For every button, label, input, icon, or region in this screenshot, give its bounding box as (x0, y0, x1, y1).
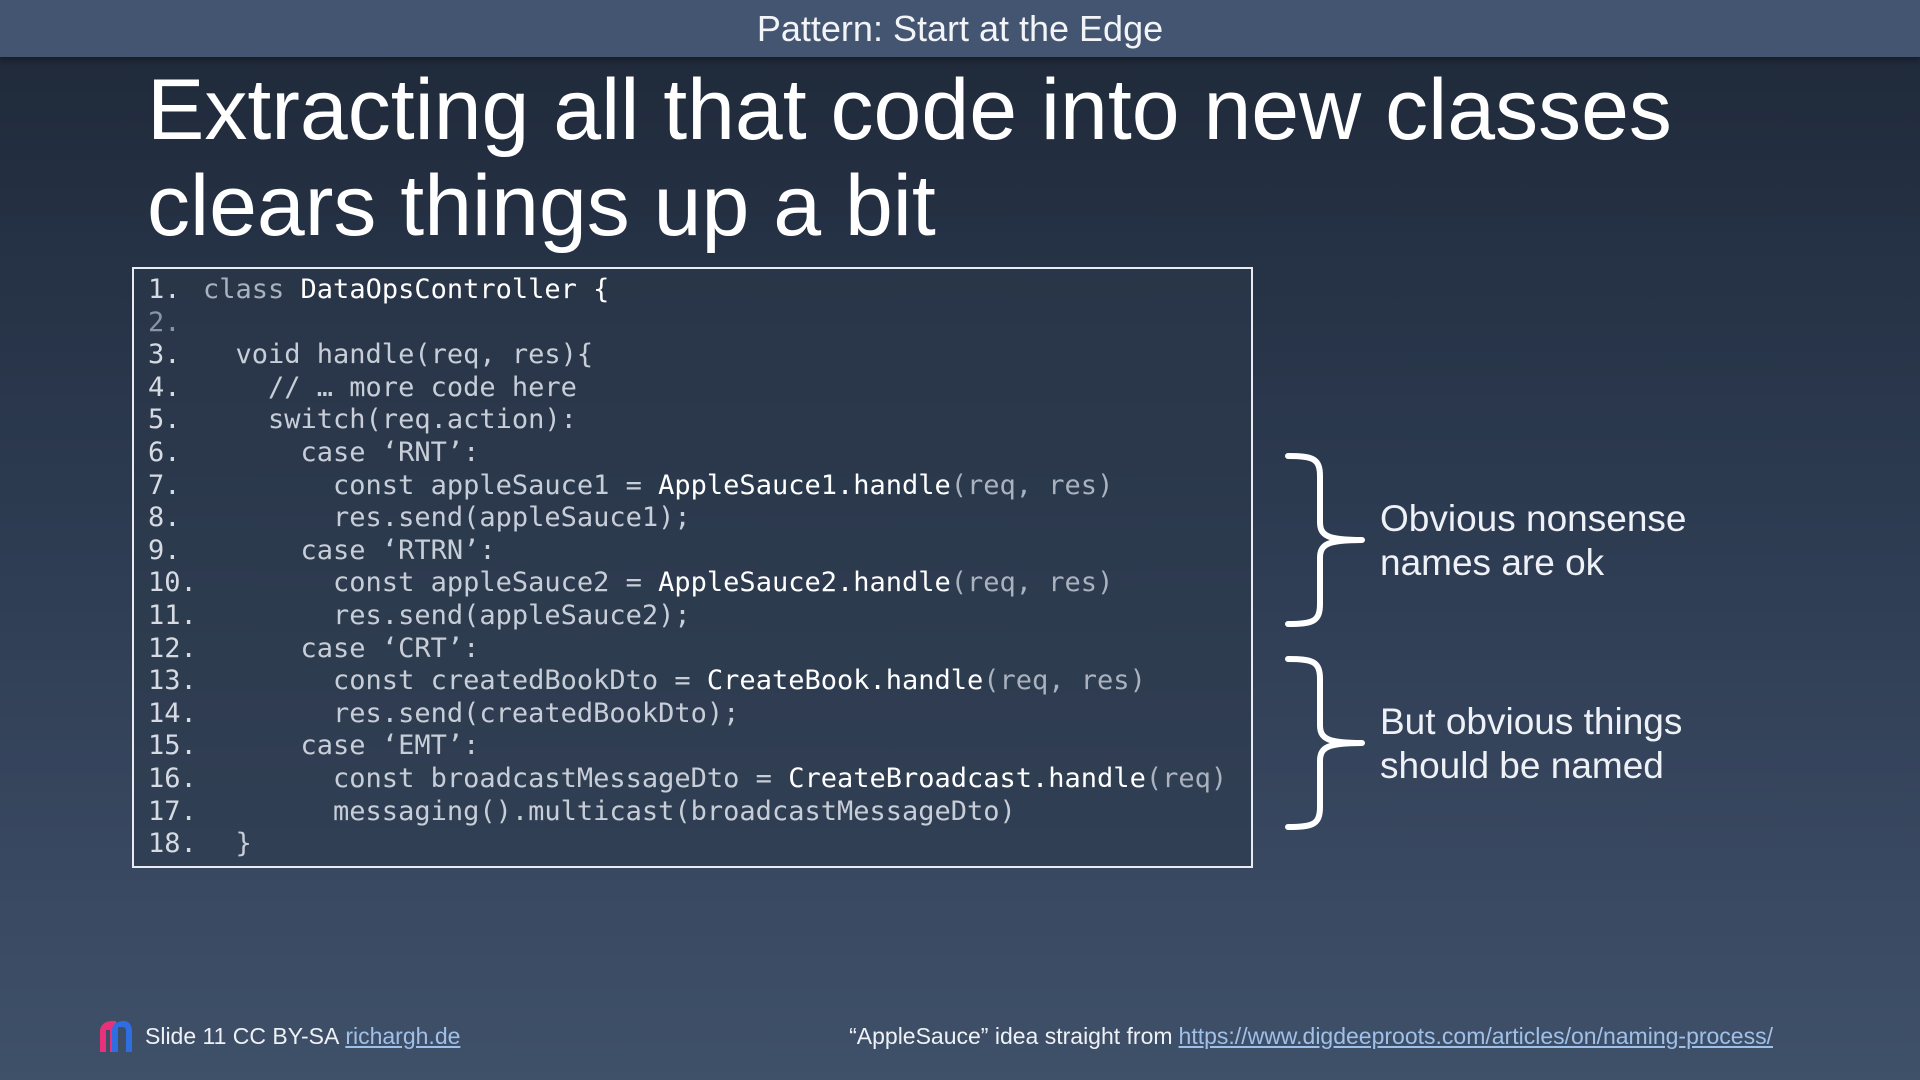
code-line: 7. const appleSauce1 = AppleSauce1.handl… (148, 470, 1227, 503)
code-line: 17. messaging().multicast(broadcastMessa… (148, 796, 1227, 829)
code-text: res.send(createdBookDto); (203, 697, 740, 729)
code-line: 10. const appleSauce2 = AppleSauce2.hand… (148, 567, 1227, 600)
code-line: 15. case ‘EMT’: (148, 730, 1227, 763)
code-args: (req, res) (950, 567, 1114, 599)
code-line: 3. void handle(req, res){ (148, 339, 1227, 372)
line-number: 11. (148, 599, 197, 631)
line-number: 7. (148, 469, 181, 501)
code-text: const createdBookDto = (203, 665, 707, 697)
footer-slide-info: Slide 11 CC BY-SA richargh.de (98, 1018, 460, 1054)
line-number: 8. (148, 502, 181, 534)
line-number: 9. (148, 534, 181, 566)
code-text: res.send(appleSauce2); (203, 599, 691, 631)
slide-title-line-2: clears things up a bit (147, 158, 936, 254)
credit-link[interactable]: https://www.digdeeproots.com/articles/on… (1178, 1022, 1773, 1049)
slide-title-line-1: Extracting all that code into new classe… (147, 62, 1672, 158)
code-handler-call: AppleSauce2.handle (658, 567, 951, 599)
author-link[interactable]: richargh.de (345, 1022, 461, 1049)
header-bar: Pattern: Start at the Edge (0, 0, 1920, 57)
line-number: 3. (148, 339, 181, 371)
code-text: switch(req.action): (203, 404, 577, 436)
header-title: Pattern: Start at the Edge (756, 8, 1164, 49)
footer-credit: “AppleSauce” idea straight from https://… (849, 1018, 1773, 1054)
code-keyword: class (203, 274, 301, 305)
line-number: 1. (148, 274, 181, 305)
code-text: case ‘CRT’: (203, 632, 480, 664)
code-args: (req, res) (983, 665, 1146, 697)
line-number: 4. (148, 371, 181, 403)
footer-slide-text: Slide 11 CC BY-SA (145, 1022, 340, 1049)
line-number: 16. (148, 762, 197, 794)
annotation-obvious-things: But obvious things should be named (1380, 700, 1760, 788)
code-line: 12. case ‘CRT’: (148, 633, 1227, 666)
code-text: case ‘RNT’: (203, 436, 480, 468)
line-number: 5. (148, 404, 181, 436)
annotation-nonsense-names: Obvious nonsense names are ok (1380, 497, 1760, 585)
code-line: 2. (148, 307, 1227, 340)
line-number: 10. (148, 567, 197, 599)
code-line: 1. class DataOpsController { (148, 274, 1227, 307)
line-number: 12. (148, 632, 197, 664)
code-block: 1. class DataOpsController { 2.3. void han… (132, 267, 1253, 868)
line-number: 15. (148, 730, 197, 762)
line-number: 13. (148, 665, 197, 697)
code-line: 18. } (148, 828, 1227, 861)
slide-title: Extracting all that code into new classe… (147, 62, 1847, 254)
code-line: 6. case ‘RNT’: (148, 437, 1227, 470)
code-text: case ‘EMT’: (203, 730, 480, 762)
footer-credit-text: “AppleSauce” idea straight from (849, 1022, 1173, 1049)
line-number: 18. (148, 828, 197, 860)
code-text: // … more code here (203, 371, 577, 403)
annotation-bottom-line-2: should be named (1380, 745, 1664, 786)
code-args: (req) (1145, 762, 1228, 794)
code-line: 13. const createdBookDto = CreateBook.ha… (148, 665, 1227, 698)
line-number: 2. (148, 306, 181, 338)
code-text: case ‘RTRN’: (203, 534, 496, 566)
line-number: 17. (148, 795, 197, 827)
code-handler-call: CreateBook.handle (706, 665, 984, 697)
code-line: 14. res.send(createdBookDto); (148, 698, 1227, 731)
annotation-bottom-line-1: But obvious things (1380, 701, 1683, 742)
code-text: const appleSauce1 = (203, 469, 659, 501)
curly-brace-icon (1284, 452, 1368, 628)
annotation-top-line-2: names are ok (1380, 542, 1605, 583)
line-number: 6. (148, 436, 181, 468)
code-line: 9. case ‘RTRN’: (148, 535, 1227, 568)
code-class-name: DataOpsController { (300, 274, 610, 305)
code-text: void handle(req, res){ (203, 339, 594, 371)
code-line: 8. res.send(appleSauce1); (148, 502, 1227, 535)
code-text: const appleSauce2 = (203, 567, 659, 599)
code-line: 16. const broadcastMessageDto = CreateBr… (148, 763, 1227, 796)
code-handler-call: CreateBroadcast.handle (788, 762, 1146, 794)
code-args: (req, res) (950, 469, 1114, 501)
logo-icon (98, 1020, 133, 1052)
code-line: 4. // … more code here (148, 372, 1227, 405)
code-text: const broadcastMessageDto = (203, 762, 789, 794)
code-handler-call: AppleSauce1.handle (658, 469, 951, 501)
line-number: 14. (148, 697, 197, 729)
code-line: 11. res.send(appleSauce2); (148, 600, 1227, 633)
code-text: } (203, 828, 252, 860)
code-text: res.send(appleSauce1); (203, 502, 691, 534)
code-text: messaging().multicast(broadcastMessageDt… (203, 795, 1016, 827)
curly-brace-icon (1284, 655, 1368, 831)
annotation-top-line-1: Obvious nonsense (1380, 498, 1687, 539)
code-lines: 1. class DataOpsController { 2.3. void han… (148, 274, 1227, 861)
code-line: 5. switch(req.action): (148, 404, 1227, 437)
